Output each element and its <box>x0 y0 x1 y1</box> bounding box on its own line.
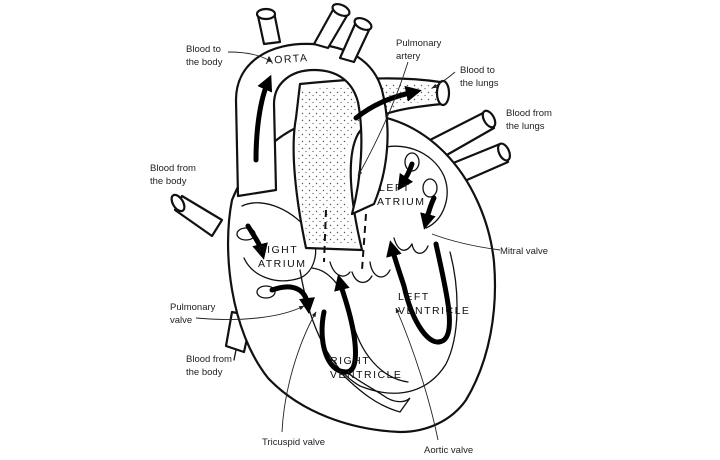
blood-from-body-label: Blood from <box>150 163 196 174</box>
blood-from-body-label: the body <box>150 176 187 187</box>
pulmonary-valve-label: valve <box>170 315 192 326</box>
blood-to-lungs-label: Blood to <box>460 65 495 76</box>
atrium-opening <box>422 178 438 198</box>
right-ventricle-label: RIGHT <box>330 355 370 367</box>
right-atrium-label: RIGHT <box>258 244 298 256</box>
aortic-branches <box>255 2 373 64</box>
pulmonary-artery-stipple <box>297 83 438 244</box>
dashed-flow-path <box>323 209 367 271</box>
blood-to-body-label: Blood to <box>186 44 221 55</box>
mitral-valve-label: Mitral valve <box>500 246 548 257</box>
left-atrium-label: LEFT <box>379 182 411 194</box>
aortic-valve-label: Aortic valve <box>424 445 473 456</box>
atrium-opening <box>256 285 276 299</box>
left-ventricle-label: LEFT <box>398 291 430 303</box>
blood-to-body-label: the body <box>186 57 223 68</box>
leader-lines <box>195 51 501 441</box>
pulmonary-artery-label: artery <box>396 51 421 62</box>
left-atrium-wall <box>375 145 448 229</box>
aorta <box>234 42 389 216</box>
right-atrium-wall <box>241 202 317 282</box>
aorta-label: AORTA <box>265 52 308 67</box>
blood-from-body-label: Blood from <box>186 354 232 365</box>
papillary-tissue <box>338 369 411 413</box>
pulmonary-valve-label: Pulmonary <box>170 302 216 313</box>
blood-to-lungs-label: the lungs <box>460 78 499 89</box>
flow-arrows <box>245 74 452 375</box>
pulmonary-artery-label: Pulmonary <box>396 38 442 49</box>
right-ventricle-label: VENTRICLE <box>330 369 402 381</box>
atrium-opening <box>404 152 420 172</box>
pulmonary-veins <box>428 109 512 192</box>
blood-from-lungs-label: Blood from <box>506 108 552 119</box>
left-atrium-label: ATRIUM <box>377 196 425 208</box>
tricuspid-valve-label: Tricuspid valve <box>262 437 325 448</box>
right-atrium-label: ATRIUM <box>258 258 306 270</box>
vena-cava-superior <box>170 193 224 238</box>
blood-from-body-label: the body <box>186 367 223 378</box>
blood-from-lungs-label: the lungs <box>506 121 545 132</box>
left-ventricle-label: VENTRICLE <box>398 305 470 317</box>
